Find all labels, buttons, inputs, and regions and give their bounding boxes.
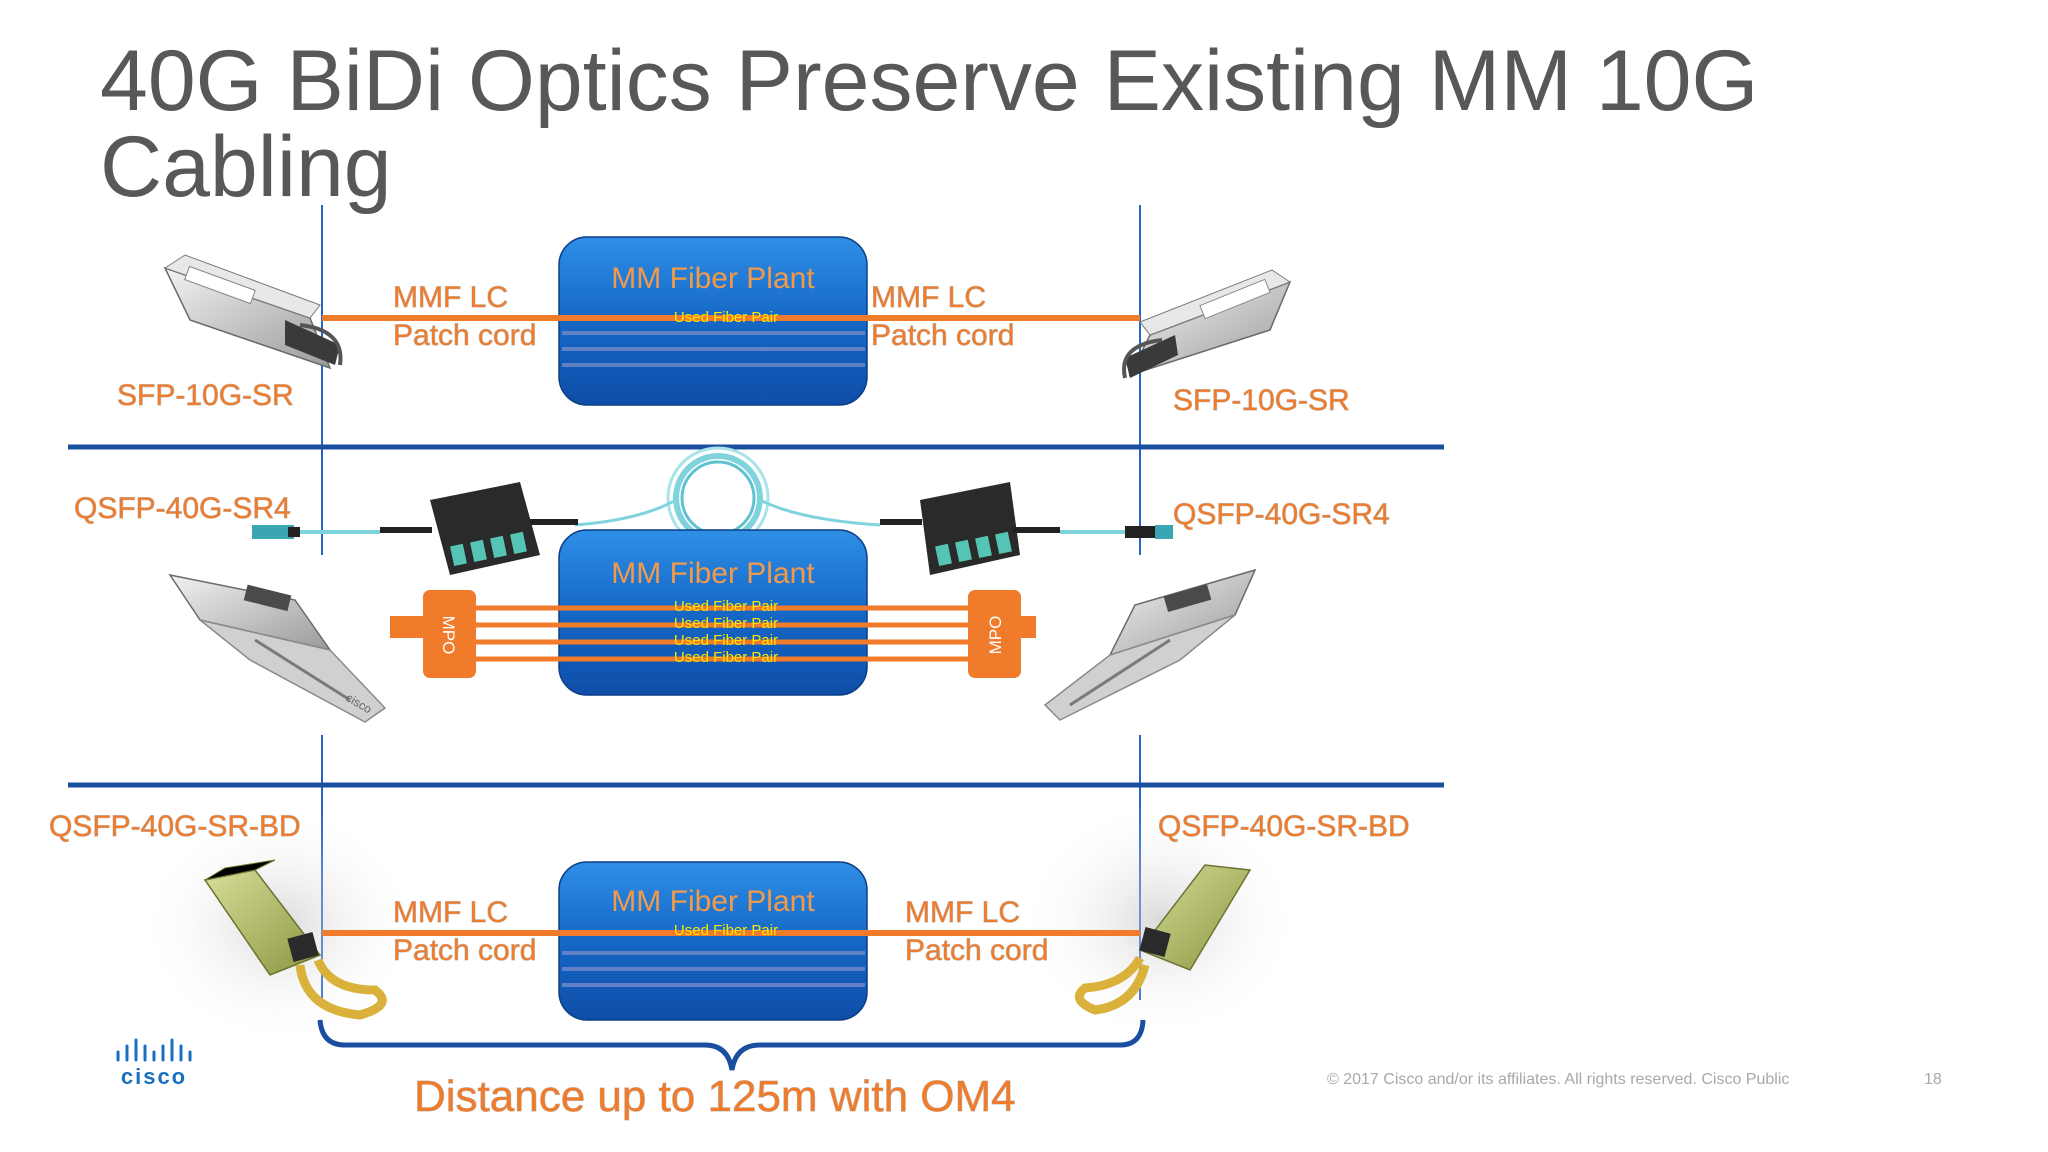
aqua-cord-left <box>252 525 380 539</box>
right-patch-label-line1-row3: MMF LC <box>905 896 1020 929</box>
title-line-2: Cabling <box>100 119 392 215</box>
right-module-label-row1: SFP-10G-SR <box>1173 384 1350 417</box>
mm-fiber-plant-row3 <box>558 861 868 1021</box>
qsfp-module-left: cisco <box>168 573 387 723</box>
distance-note: Distance up to 125m with OM4 <box>414 1072 1016 1121</box>
page-title: 40G BiDi Optics Preserve Existing MM 10G… <box>100 38 2000 210</box>
left-module-label-row2: QSFP-40G-SR4 <box>74 492 291 525</box>
used-fiber-lines-row2 <box>476 605 968 662</box>
distance-brace <box>317 1019 1146 1071</box>
mm-fiber-plant-row2 <box>558 529 868 696</box>
qsfp-bidi-module-right <box>1074 864 1252 1015</box>
left-module-label-row3: QSFP-40G-SR-BD <box>49 810 301 843</box>
sfp-module-right <box>1122 269 1292 379</box>
right-module-label-row3: QSFP-40G-SR-BD <box>1158 810 1410 843</box>
left-patch-label-line1-row3: MMF LC <box>393 896 508 929</box>
fiber-pair-label-row2-1: Used Fiber Pair <box>674 598 778 615</box>
left-patch-label-line2-row1: Patch cord <box>393 319 536 352</box>
fiber-pair-label-row2-2: Used Fiber Pair <box>674 615 778 632</box>
breakout-cassette-right <box>880 482 1060 575</box>
qsfp-bidi-module-left <box>203 859 387 1020</box>
left-module-label-row1: SFP-10G-SR <box>117 379 294 412</box>
mm-fiber-plant-label-row2: MM Fiber Plant <box>611 557 815 590</box>
cisco-logo: cisco <box>116 1038 192 1089</box>
mpo-label-left: MPO <box>439 616 458 655</box>
row-1-sfp-10g: MM Fiber Plant Used Fiber Pair MMF LC Pa… <box>117 236 1350 418</box>
mpo-connector-left <box>390 590 476 678</box>
aqua-cord-right <box>1060 525 1173 539</box>
copyright-footer: © 2017 Cisco and/or its affiliates. All … <box>1327 1071 1790 1088</box>
title-line-1: 40G BiDi Optics Preserve Existing MM 10G <box>100 33 1759 129</box>
fiber-pair-label-row2-4: Used Fiber Pair <box>674 649 778 666</box>
mm-fiber-plant-label-row3: MM Fiber Plant <box>611 885 815 918</box>
fiber-pair-label-row2-3: Used Fiber Pair <box>674 632 778 649</box>
left-patch-label-line1-row1: MMF LC <box>393 281 508 314</box>
right-patch-label-line1-row1: MMF LC <box>871 281 986 314</box>
breakout-cassette-left <box>380 482 578 575</box>
mpo-connector-right <box>968 590 1036 678</box>
mpo-label-right: MPO <box>986 616 1005 655</box>
right-module-label-row2: QSFP-40G-SR4 <box>1173 498 1390 531</box>
fiber-pair-label-row1: Used Fiber Pair <box>674 309 778 326</box>
mm-fiber-plant-label-row1: MM Fiber Plant <box>611 262 815 295</box>
sfp-module-left <box>163 254 343 370</box>
fiber-pair-label-row3: Used Fiber Pair <box>674 922 778 939</box>
row-3-qsfp-bidi: MM Fiber Plant Used Fiber Pair MMF LC Pa… <box>49 800 1410 1122</box>
right-patch-label-line2-row1: Patch cord <box>871 319 1014 352</box>
right-patch-label-line2-row3: Patch cord <box>905 934 1048 967</box>
page-number: 18 <box>1924 1071 1942 1088</box>
cisco-logo-text: cisco <box>121 1064 187 1089</box>
qsfp-module-right <box>1043 568 1257 721</box>
left-patch-label-line2-row3: Patch cord <box>393 934 536 967</box>
row-2-qsfp-sr4: MPO MPO MM Fiber Plant Used Fiber Pair U… <box>74 446 1390 723</box>
